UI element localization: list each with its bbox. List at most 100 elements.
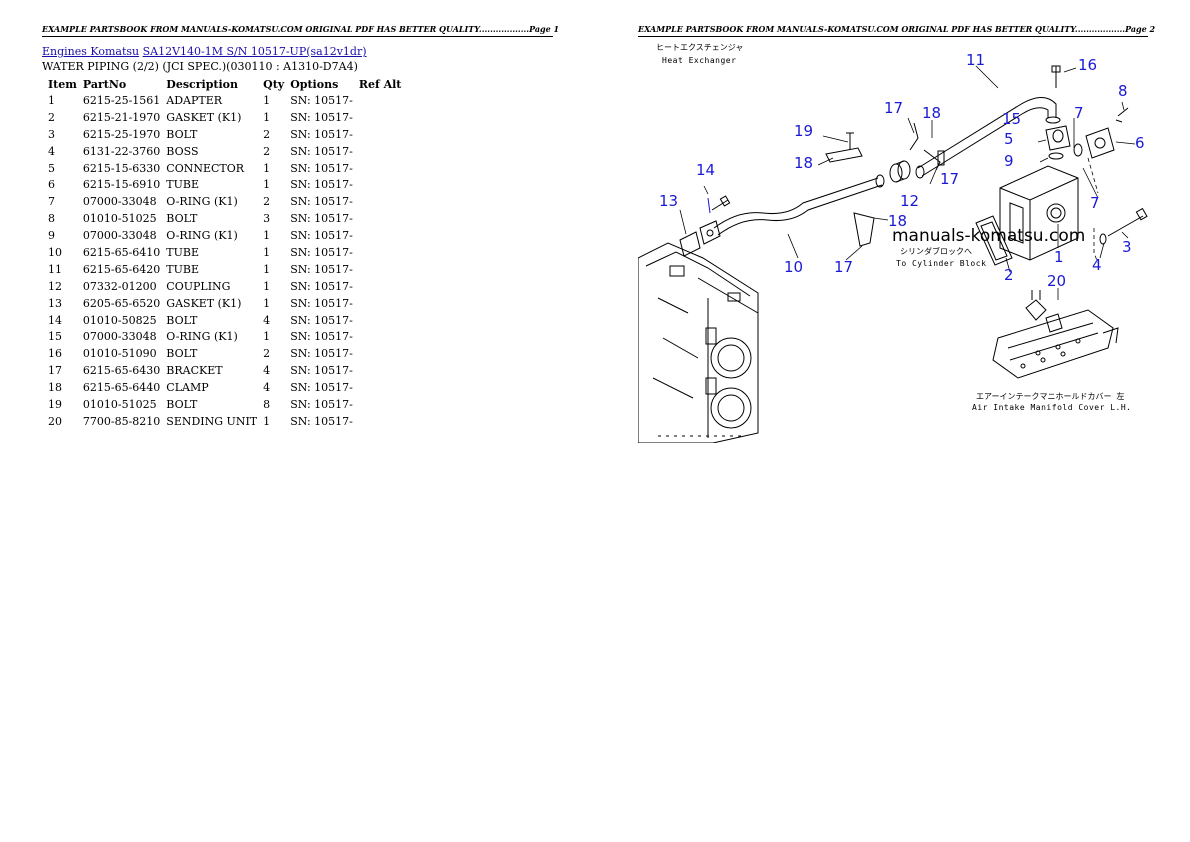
cell-options: SN: 10517-: [290, 397, 353, 411]
callout-19: 19: [794, 122, 813, 140]
callout-18-top: 18: [922, 104, 941, 122]
cell-item: 13: [48, 296, 62, 310]
breadcrumb-link-model[interactable]: SA12V140-1M S/N 10517-UP(sa12v1dr): [142, 45, 367, 58]
cell-description: O-RING (K1): [166, 195, 238, 209]
cell-options: SN: 10517-: [290, 313, 353, 327]
cell-qty: 1: [263, 296, 271, 310]
cell-qty: 1: [263, 161, 271, 175]
callout-9: 9: [1004, 152, 1014, 170]
cell-qty: 1: [263, 245, 271, 259]
cell-item: 16: [48, 347, 62, 361]
cell-item: 18: [48, 381, 62, 395]
cell-options: SN: 10517-: [290, 245, 353, 259]
cell-options: SN: 10517-: [290, 144, 353, 158]
cell-description: BOLT: [166, 397, 198, 411]
callout-11: 11: [966, 51, 985, 69]
cell-options: SN: 10517-: [290, 110, 353, 124]
cell-ref-alt: [356, 278, 405, 295]
callout-13: 13: [659, 192, 678, 210]
breadcrumb-link-engines[interactable]: Engines Komatsu: [42, 45, 140, 58]
watermark-text: manuals-komatsu.com: [892, 226, 1085, 246]
cell-description: TUBE: [166, 262, 200, 276]
cell-options: SN: 10517-: [290, 279, 353, 293]
sending-unit-20-drawing: [1025, 290, 1063, 333]
page1-header: EXAMPLE PARTSBOOK FROM MANUALS-KOMATSU.C…: [42, 24, 559, 37]
gasket-13-drawing: [679, 220, 721, 257]
cell-item: 1: [48, 93, 55, 107]
cell-qty: 4: [263, 364, 271, 378]
cell-item: 9: [48, 229, 55, 243]
page2-header: EXAMPLE PARTSBOOK FROM MANUALS-KOMATSU.C…: [638, 24, 1155, 37]
cell-qty: 2: [263, 127, 271, 141]
cell-options: SN: 10517-: [290, 229, 353, 243]
cell-description: COUPLING: [166, 279, 231, 293]
column-header-description: Description: [166, 77, 238, 91]
cell-qty: 1: [263, 414, 271, 428]
cell-item: 2: [48, 110, 55, 124]
callout-18-bottom: 18: [888, 212, 907, 230]
cell-qty: 4: [263, 381, 271, 395]
cell-ref-alt: [356, 396, 405, 413]
column-header-ref-alt: Ref Alt: [358, 77, 402, 91]
bolt-16-drawing: [1051, 65, 1061, 88]
cell-partno: 6205-65-6520: [82, 296, 161, 310]
cell-options: SN: 10517-: [290, 93, 353, 107]
cell-item: 7: [48, 195, 55, 209]
cell-options: SN: 10517-: [290, 127, 353, 141]
cell-options: SN: 10517-: [290, 212, 353, 226]
cell-partno: 6131-22-3760: [82, 144, 161, 158]
cell-ref-alt: [356, 312, 405, 329]
cell-options: SN: 10517-: [290, 381, 353, 395]
cell-options: SN: 10517-: [290, 178, 353, 192]
bolt-3-drawing: [1099, 207, 1148, 245]
cell-item: 10: [48, 245, 62, 259]
callout-2: 2: [1004, 266, 1014, 284]
tube-10-drawing: [713, 174, 885, 236]
cell-description: O-RING (K1): [166, 229, 238, 243]
cell-ref-alt: [356, 379, 405, 396]
cell-description: BOLT: [166, 313, 198, 327]
column-header-item: Item: [48, 77, 77, 91]
cell-description: BRACKET: [166, 364, 223, 378]
cell-description: BOLT: [166, 127, 198, 141]
cell-qty: 1: [263, 229, 271, 243]
callout-6: 6: [1135, 134, 1145, 152]
callout-14: 14: [696, 161, 715, 179]
parts-table-header-row: Item PartNo Description Qty Options Ref …: [44, 76, 404, 92]
gasket-2-drawing: [975, 215, 1013, 266]
cell-partno: 07000-33048: [82, 195, 157, 209]
cell-options: SN: 10517-: [290, 195, 353, 209]
cell-qty: 2: [263, 347, 271, 361]
callout-4: 4: [1092, 256, 1102, 274]
cell-ref-alt: [356, 244, 405, 261]
callout-17-top: 17: [884, 99, 903, 117]
cylinder-block-label-en: To Cylinder Block: [896, 259, 986, 268]
cell-ref-alt: [356, 160, 405, 177]
cell-ref-alt: [356, 261, 405, 278]
cell-ref-alt: [356, 126, 405, 143]
cell-qty: 1: [263, 262, 271, 276]
heat-exchanger-label-jp: ヒートエクスチェンジャ: [656, 43, 743, 52]
cell-ref-alt: [356, 413, 405, 430]
cell-options: SN: 10517-: [290, 364, 353, 378]
engine-block-drawing: [638, 242, 759, 443]
leader-lines: [679, 65, 1136, 300]
callout-1: 1: [1054, 248, 1064, 266]
cell-ref-alt: [356, 227, 405, 244]
callout-7-top: 7: [1074, 104, 1084, 122]
page-subtitle: WATER PIPING (2/2) (JCI SPEC.)(030110 : …: [42, 60, 358, 73]
o-ring-15-9-drawing: [1045, 116, 1064, 160]
cell-partno: 6215-65-6440: [82, 381, 161, 395]
